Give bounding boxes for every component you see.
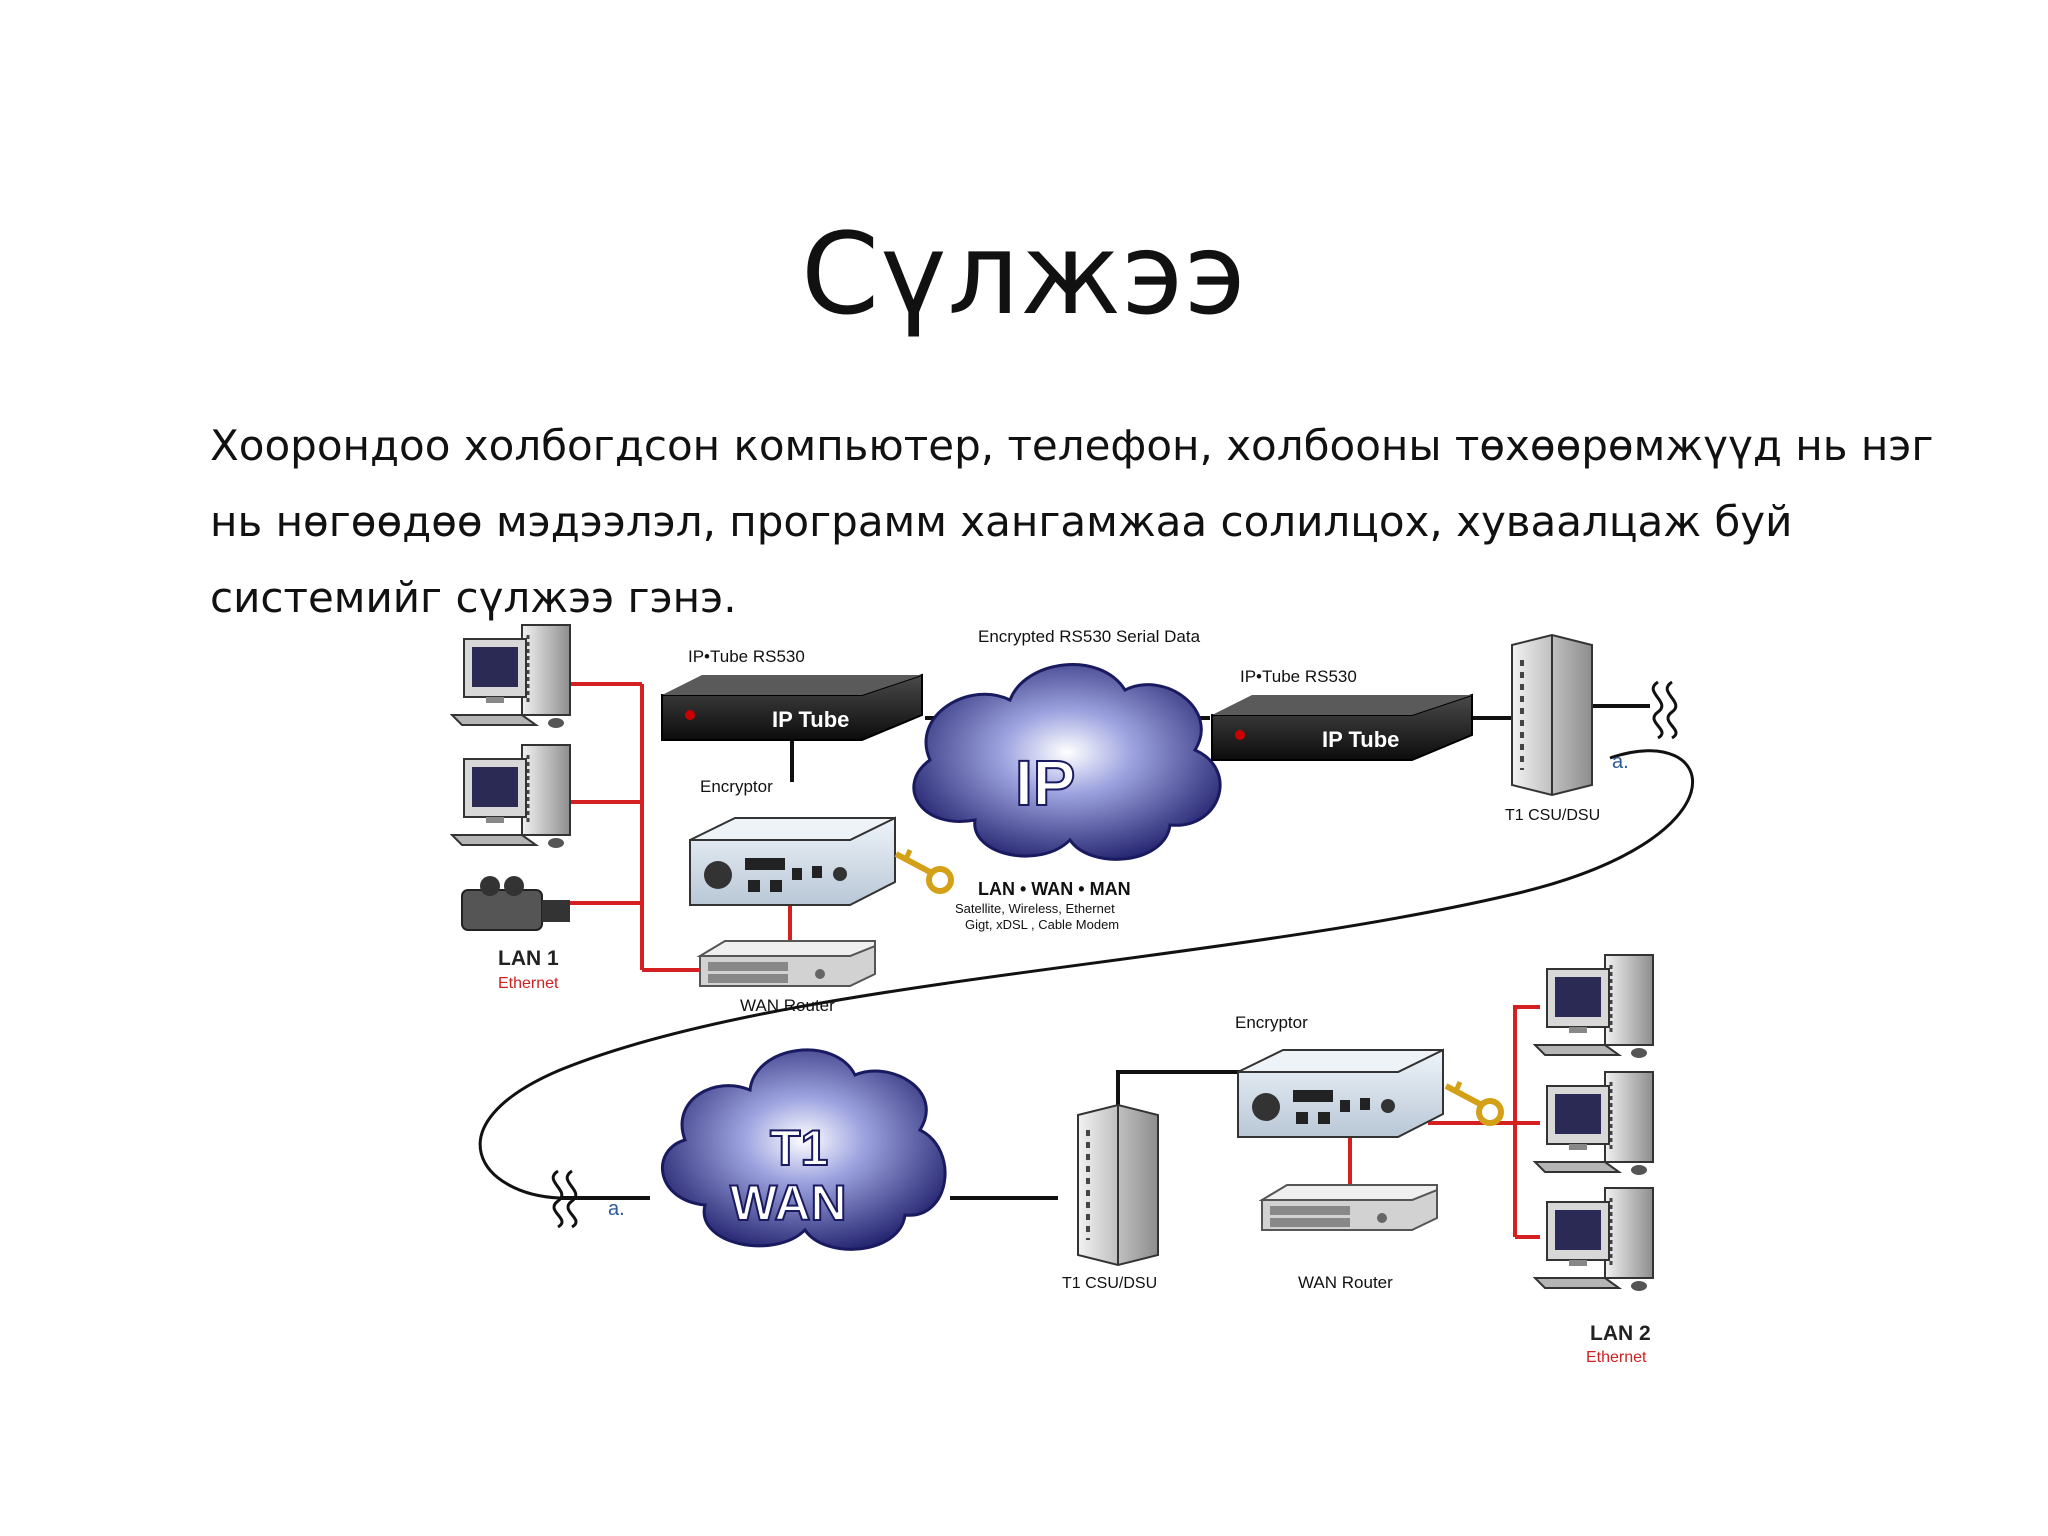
key-icon [1446, 1082, 1501, 1123]
link-marker-top: a. [1612, 751, 1629, 773]
lan1-ethernet-label: Ethernet [498, 975, 559, 992]
csu-dsu-bottom-device [1076, 1103, 1160, 1267]
wan-router-top-label: WAN Router [740, 996, 835, 1015]
key-icon [896, 850, 951, 891]
lan2-pc-2 [1533, 1070, 1655, 1177]
iptube-right-label: IP•Tube RS530 [1240, 667, 1357, 686]
lan1-label: LAN 1 [498, 947, 559, 970]
t1-cloud-line-1: T1 [770, 1120, 828, 1176]
iptube-left-brand: IP Tube [772, 707, 849, 732]
wan-router-bottom-device [1261, 1184, 1438, 1231]
lan2-label: LAN 2 [1590, 1322, 1651, 1345]
body-line-1: Хоорондоо холбогдсон компьютер, телефон,… [210, 421, 1934, 470]
video-camera-icon [461, 876, 570, 931]
link-marker-bottom: a. [608, 1198, 625, 1220]
lan2-pc-1 [1533, 953, 1655, 1060]
iptube-right-brand: IP Tube [1322, 727, 1399, 752]
ip-cloud: IP [912, 663, 1222, 861]
csu-dsu-bottom-label: T1 CSU/DSU [1062, 1275, 1157, 1292]
iptube-left-label: IP•Tube RS530 [688, 647, 805, 666]
encryptor-top-device [689, 817, 896, 906]
lan1-pc-1 [450, 623, 572, 730]
encryptor-top-label: Encryptor [700, 777, 773, 796]
t1-cloud-line-2: WAN [730, 1175, 847, 1231]
t1-wan-cloud: T1 WAN [660, 1048, 947, 1251]
network-types-label: LAN • WAN • MAN [978, 879, 1131, 899]
body-line-2: нь нөгөөдөө мэдээлэл, программ хангамжаа… [210, 497, 1793, 546]
network-diagram: LAN 1 Ethernet IP•Tube RS530 IP Tube Enc… [450, 623, 1694, 1366]
encryptor-bottom-device [1237, 1049, 1444, 1138]
encryptor-bottom-label: Encryptor [1235, 1013, 1308, 1032]
csu-dsu-top-label: T1 CSU/DSU [1505, 807, 1600, 824]
encrypted-data-label: Encrypted RS530 Serial Data [978, 627, 1201, 646]
network-media-line-2: Gigt, xDSL , Cable Modem [965, 917, 1119, 932]
network-media-line-1: Satellite, Wireless, Ethernet [955, 901, 1115, 916]
wan-router-top-device [699, 940, 876, 987]
slide-body-text: Хоорондоо холбогдсон компьютер, телефон,… [210, 408, 1934, 636]
body-line-3: системийг сүлжээ гэнэ. [210, 573, 737, 622]
csu-dsu-top-device [1510, 633, 1594, 797]
lan2-ethernet-label: Ethernet [1586, 1349, 1647, 1366]
iptube-right-device: IP Tube [1211, 693, 1473, 761]
slide-title: Сүлжээ [801, 210, 1247, 340]
lan1-pc-2 [450, 743, 572, 850]
iptube-left-device: IP Tube [661, 673, 923, 741]
ip-cloud-text: IP [1015, 747, 1075, 819]
wan-router-bottom-label: WAN Router [1298, 1273, 1393, 1292]
lan2-pc-3 [1533, 1186, 1655, 1293]
